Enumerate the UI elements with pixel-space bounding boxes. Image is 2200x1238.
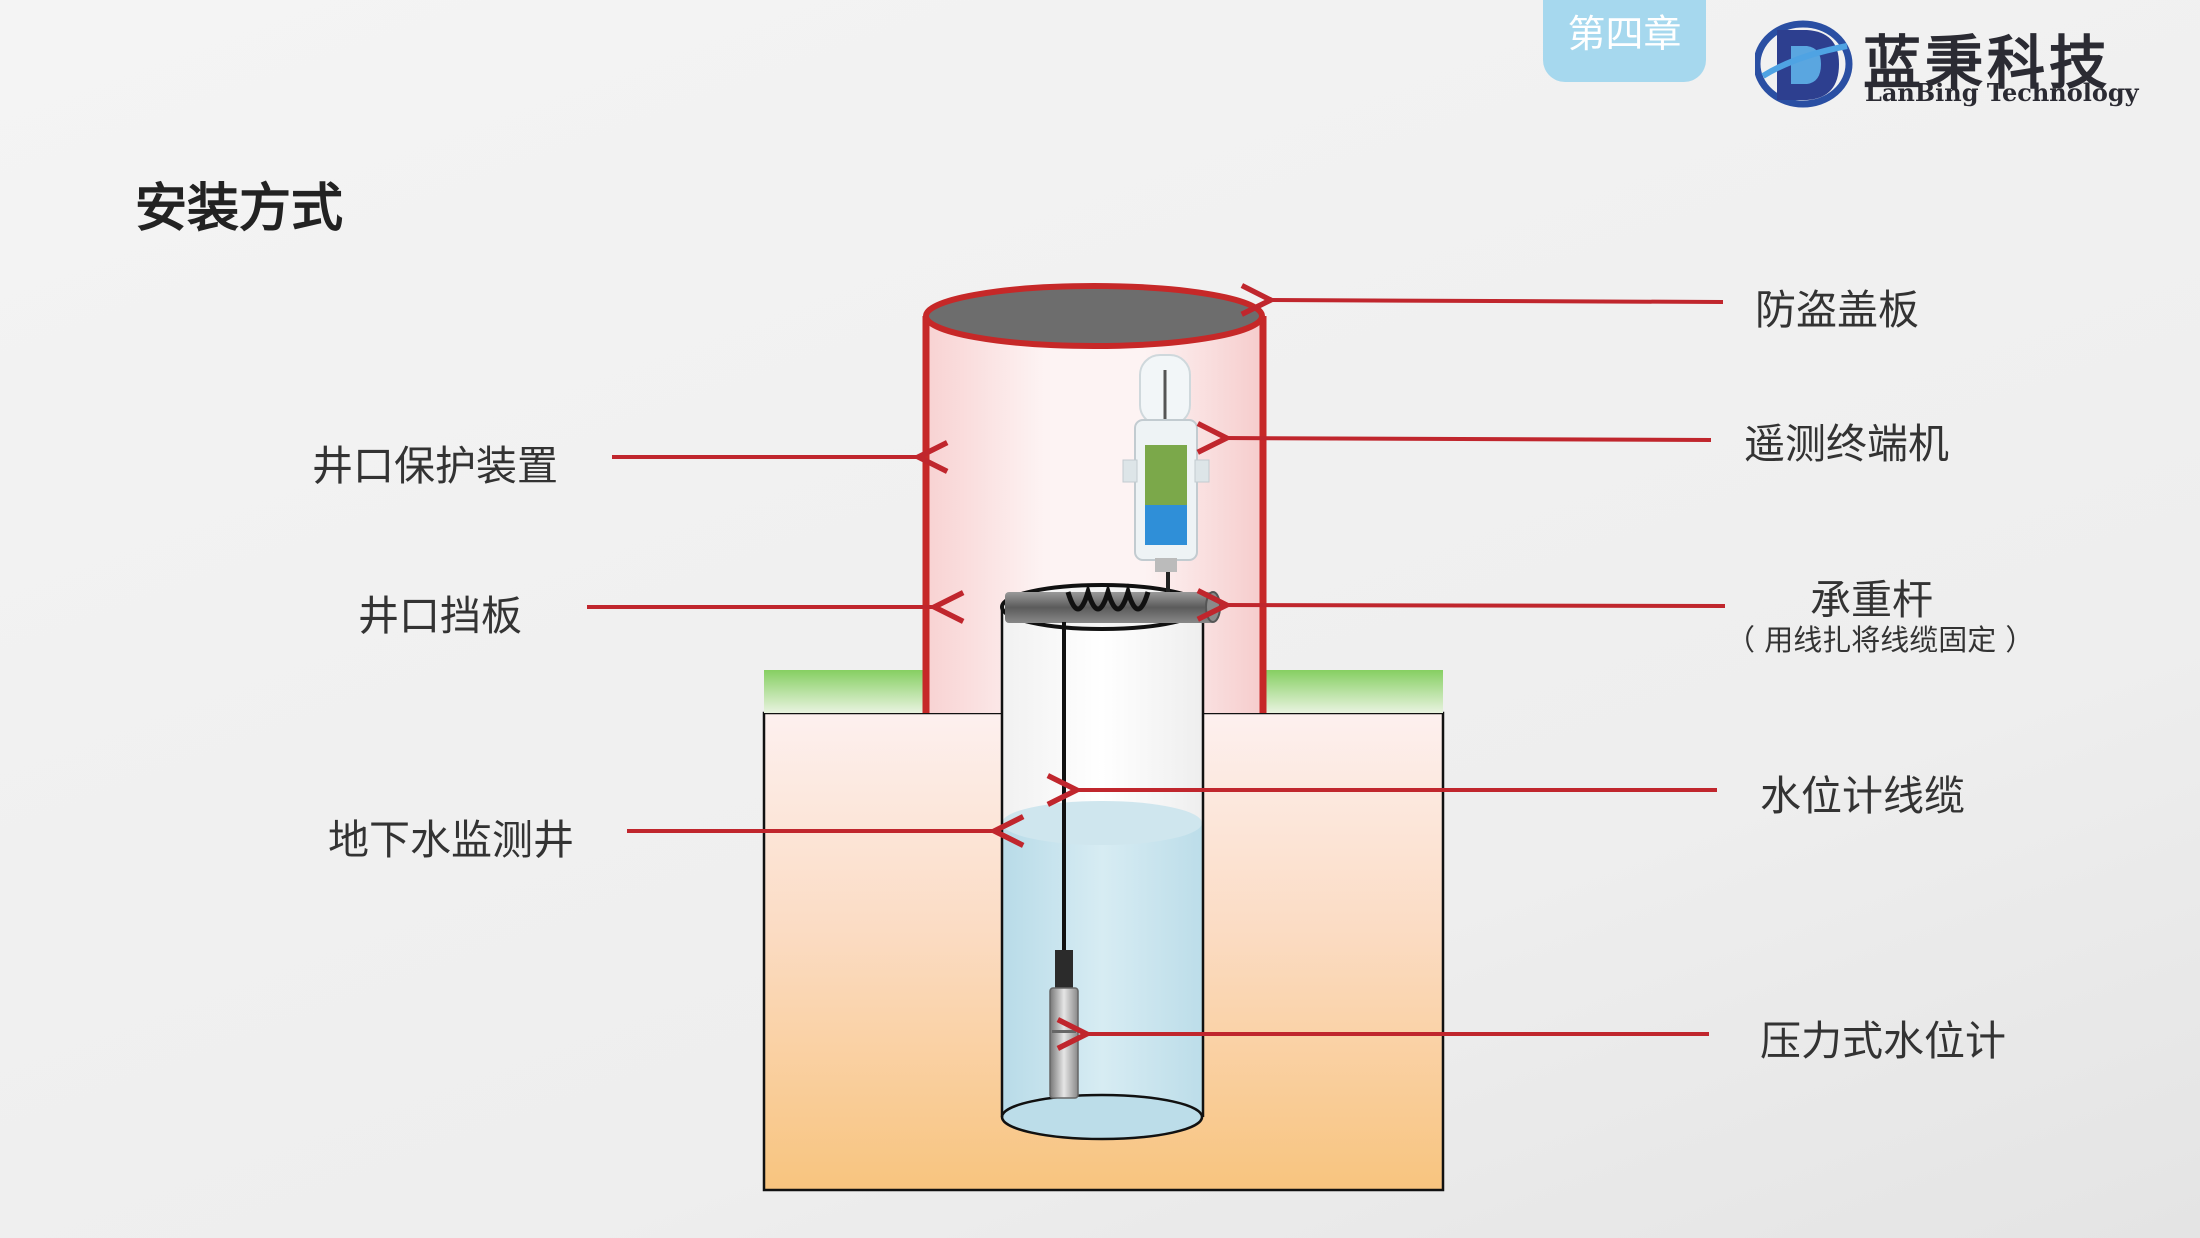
load-bearing-bar (1005, 583, 1221, 623)
logo-mark-icon (1755, 20, 1853, 108)
company-logo: 蓝秉科技 LanBing Technology (1755, 16, 2155, 116)
slide-title: 安装方式 (135, 179, 344, 239)
groundwater-monitoring-well (1000, 583, 1205, 1141)
label-load-bar-note: （ 用线扎将线缆固定 ） (1726, 623, 2035, 657)
label-pressure-level-gauge: 压力式水位计 (1760, 1017, 2006, 1065)
pointer-arrows (587, 300, 1726, 1034)
label-telemetry-terminal: 遥测终端机 (1744, 420, 1949, 468)
logo-english-name: LanBing Technology (1865, 78, 2139, 107)
chapter-tab[interactable]: 第四章 (1543, 0, 1706, 82)
label-wellhead-protection-device: 井口保护装置 (312, 442, 558, 490)
grass-strip (764, 670, 1443, 713)
arrow-load-bar (1223, 605, 1726, 606)
logo-chinese-name: 蓝秉科技 (1863, 29, 2112, 97)
arrow-telemetry-terminal (1223, 438, 1712, 440)
label-wellhead-baffle: 井口挡板 (358, 592, 522, 640)
label-anti-theft-cover: 防盗盖板 (1755, 286, 1919, 334)
label-groundwater-monitoring-well: 地下水监测井 (328, 816, 574, 864)
arrow-anti-theft-cover (1267, 300, 1724, 302)
label-level-gauge-cable: 水位计线缆 (1760, 772, 1965, 820)
label-load-bearing-bar: 承重杆 (1810, 576, 1933, 624)
anti-theft-cover (923, 283, 1265, 349)
telemetry-terminal-unit (1122, 354, 1210, 572)
